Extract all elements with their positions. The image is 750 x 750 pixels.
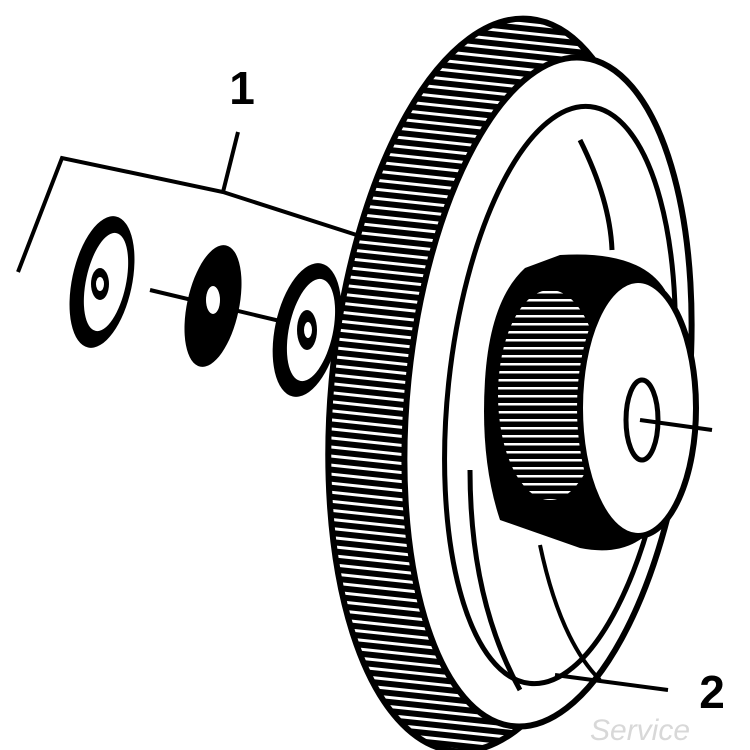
callout-leader-2 (554, 673, 669, 692)
washer-icon-2 (184, 245, 242, 367)
washer-icon-3 (272, 263, 342, 397)
washer-icon-1 (69, 216, 135, 348)
callout-label-2: 2 (699, 666, 725, 718)
callout-label-1: 1 (229, 62, 255, 114)
gear-wheel-icon (325, 15, 713, 750)
callout-bracket-1 (16, 155, 369, 273)
callout-bracket-stem-1 (221, 131, 240, 193)
watermark-text: Service (590, 714, 690, 747)
hub-teeth (498, 290, 602, 500)
washer-set (69, 216, 361, 397)
